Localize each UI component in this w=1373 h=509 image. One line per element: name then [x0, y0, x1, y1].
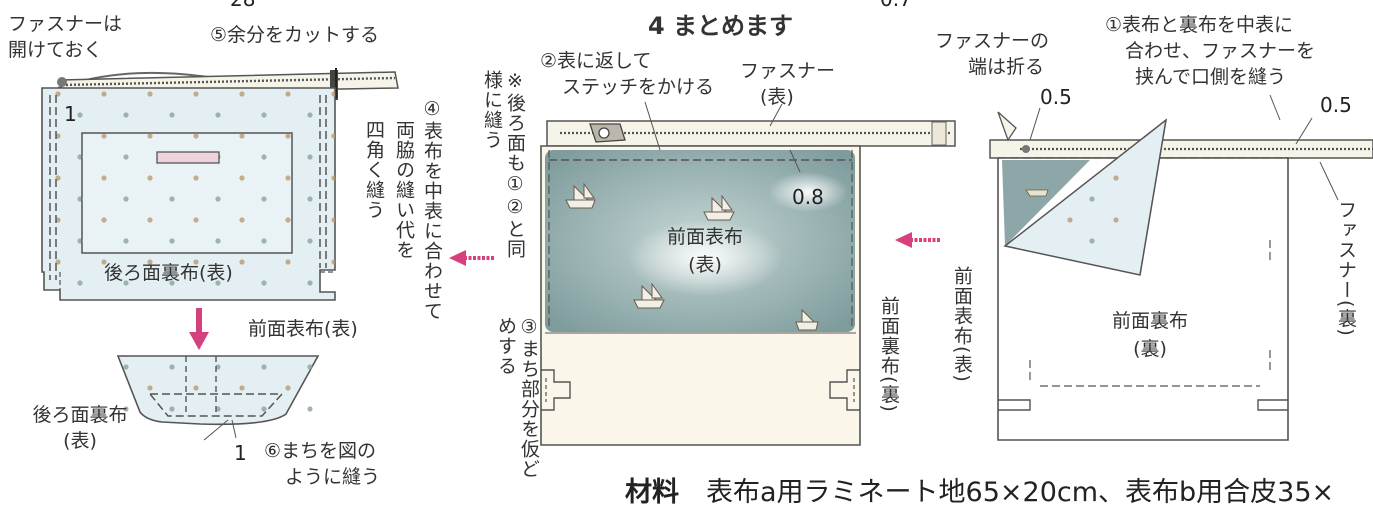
zipper-open-line2: 開けておく [8, 39, 103, 61]
cropped-top-number-left: 28 [230, 0, 255, 10]
note-6-line2: ように縫う [285, 466, 381, 488]
measure-0-5-a: 0.5 [1040, 85, 1072, 109]
down-arrow [189, 308, 209, 350]
note-1-line3: 挟んで口側を縫う [1135, 66, 1287, 88]
step-title: 4 まとめます [648, 12, 794, 40]
right-pointing-arrow [895, 232, 940, 248]
front-outer-label-left: 前面表布(表) [248, 318, 358, 340]
note-2-line2: ステッチをかける [562, 76, 715, 98]
right-pouch-drawing [989, 94, 1373, 441]
measure-1-left: 1 [64, 102, 77, 126]
note-2-line1: ②表に返して [540, 50, 652, 72]
front-outer-center-line2: (表) [688, 254, 722, 276]
zipper-front-line2: (表) [760, 86, 794, 108]
left-pouch-drawing [41, 68, 399, 301]
front-lining-label-mid: 前面裏布(裏) [878, 296, 900, 413]
note-4-col3: 四角く縫う [363, 120, 385, 220]
front-lining-right-line2: (裏) [1133, 338, 1167, 360]
cropped-top-number-right: 0.7 [880, 0, 912, 10]
note-1-line1: ①表布と裏布を中表に [1105, 14, 1294, 36]
measure-0-8: 0.8 [792, 185, 824, 209]
materials-line: 材料 表布a用ラミネート地65×20cm、表布b用合皮35× [625, 470, 1334, 509]
materials-text: 表布a用ラミネート地65×20cm、表布b用合皮35× [706, 477, 1335, 508]
note-4-col1: ④表布を中表に合わせて [421, 98, 443, 321]
bottom-back-lining-line2: (表) [63, 430, 97, 452]
note-4-col2: 両脇の縫い代を [393, 120, 415, 260]
measure-0-5-b: 0.5 [1320, 93, 1352, 117]
middle-pouch-drawing [540, 101, 956, 446]
gusset-drawing [116, 355, 320, 441]
front-outer-label-right: 前面表布(表) [951, 266, 973, 383]
note-6-line1: ⑥まちを図の [264, 440, 377, 462]
zipper-back-label: ファスナー(裏) [1335, 200, 1357, 337]
materials-label: 材料 [625, 477, 679, 508]
zipper-front-line1: ファスナー [740, 60, 836, 82]
front-lining-right-line1: 前面裏布 [1111, 310, 1188, 332]
note-1-line2: 合わせ、ファスナーを [1125, 40, 1316, 62]
diagram-canvas [41, 68, 1373, 446]
left-pointing-arrow [449, 250, 494, 266]
zipper-end-line1: ファスナーの [935, 30, 1050, 52]
zipper-open-line1: ファスナーは [8, 13, 123, 35]
note-3-baste-gusset: ③まち部分を仮どめする [495, 316, 540, 479]
zipper-end-line2: 端は折る [968, 56, 1045, 78]
front-outer-center-line1: 前面表布 [666, 226, 743, 248]
back-same-note: ※後ろ面も①②と同様に縫う [481, 70, 526, 259]
measure-1-bottom: 1 [234, 441, 247, 465]
back-lining-label: 後ろ面裏布(表) [104, 262, 233, 284]
bottom-back-lining-line1: 後ろ面裏布 [32, 404, 128, 426]
note-5-cut-excess: ⑤余分をカットする [210, 24, 380, 46]
